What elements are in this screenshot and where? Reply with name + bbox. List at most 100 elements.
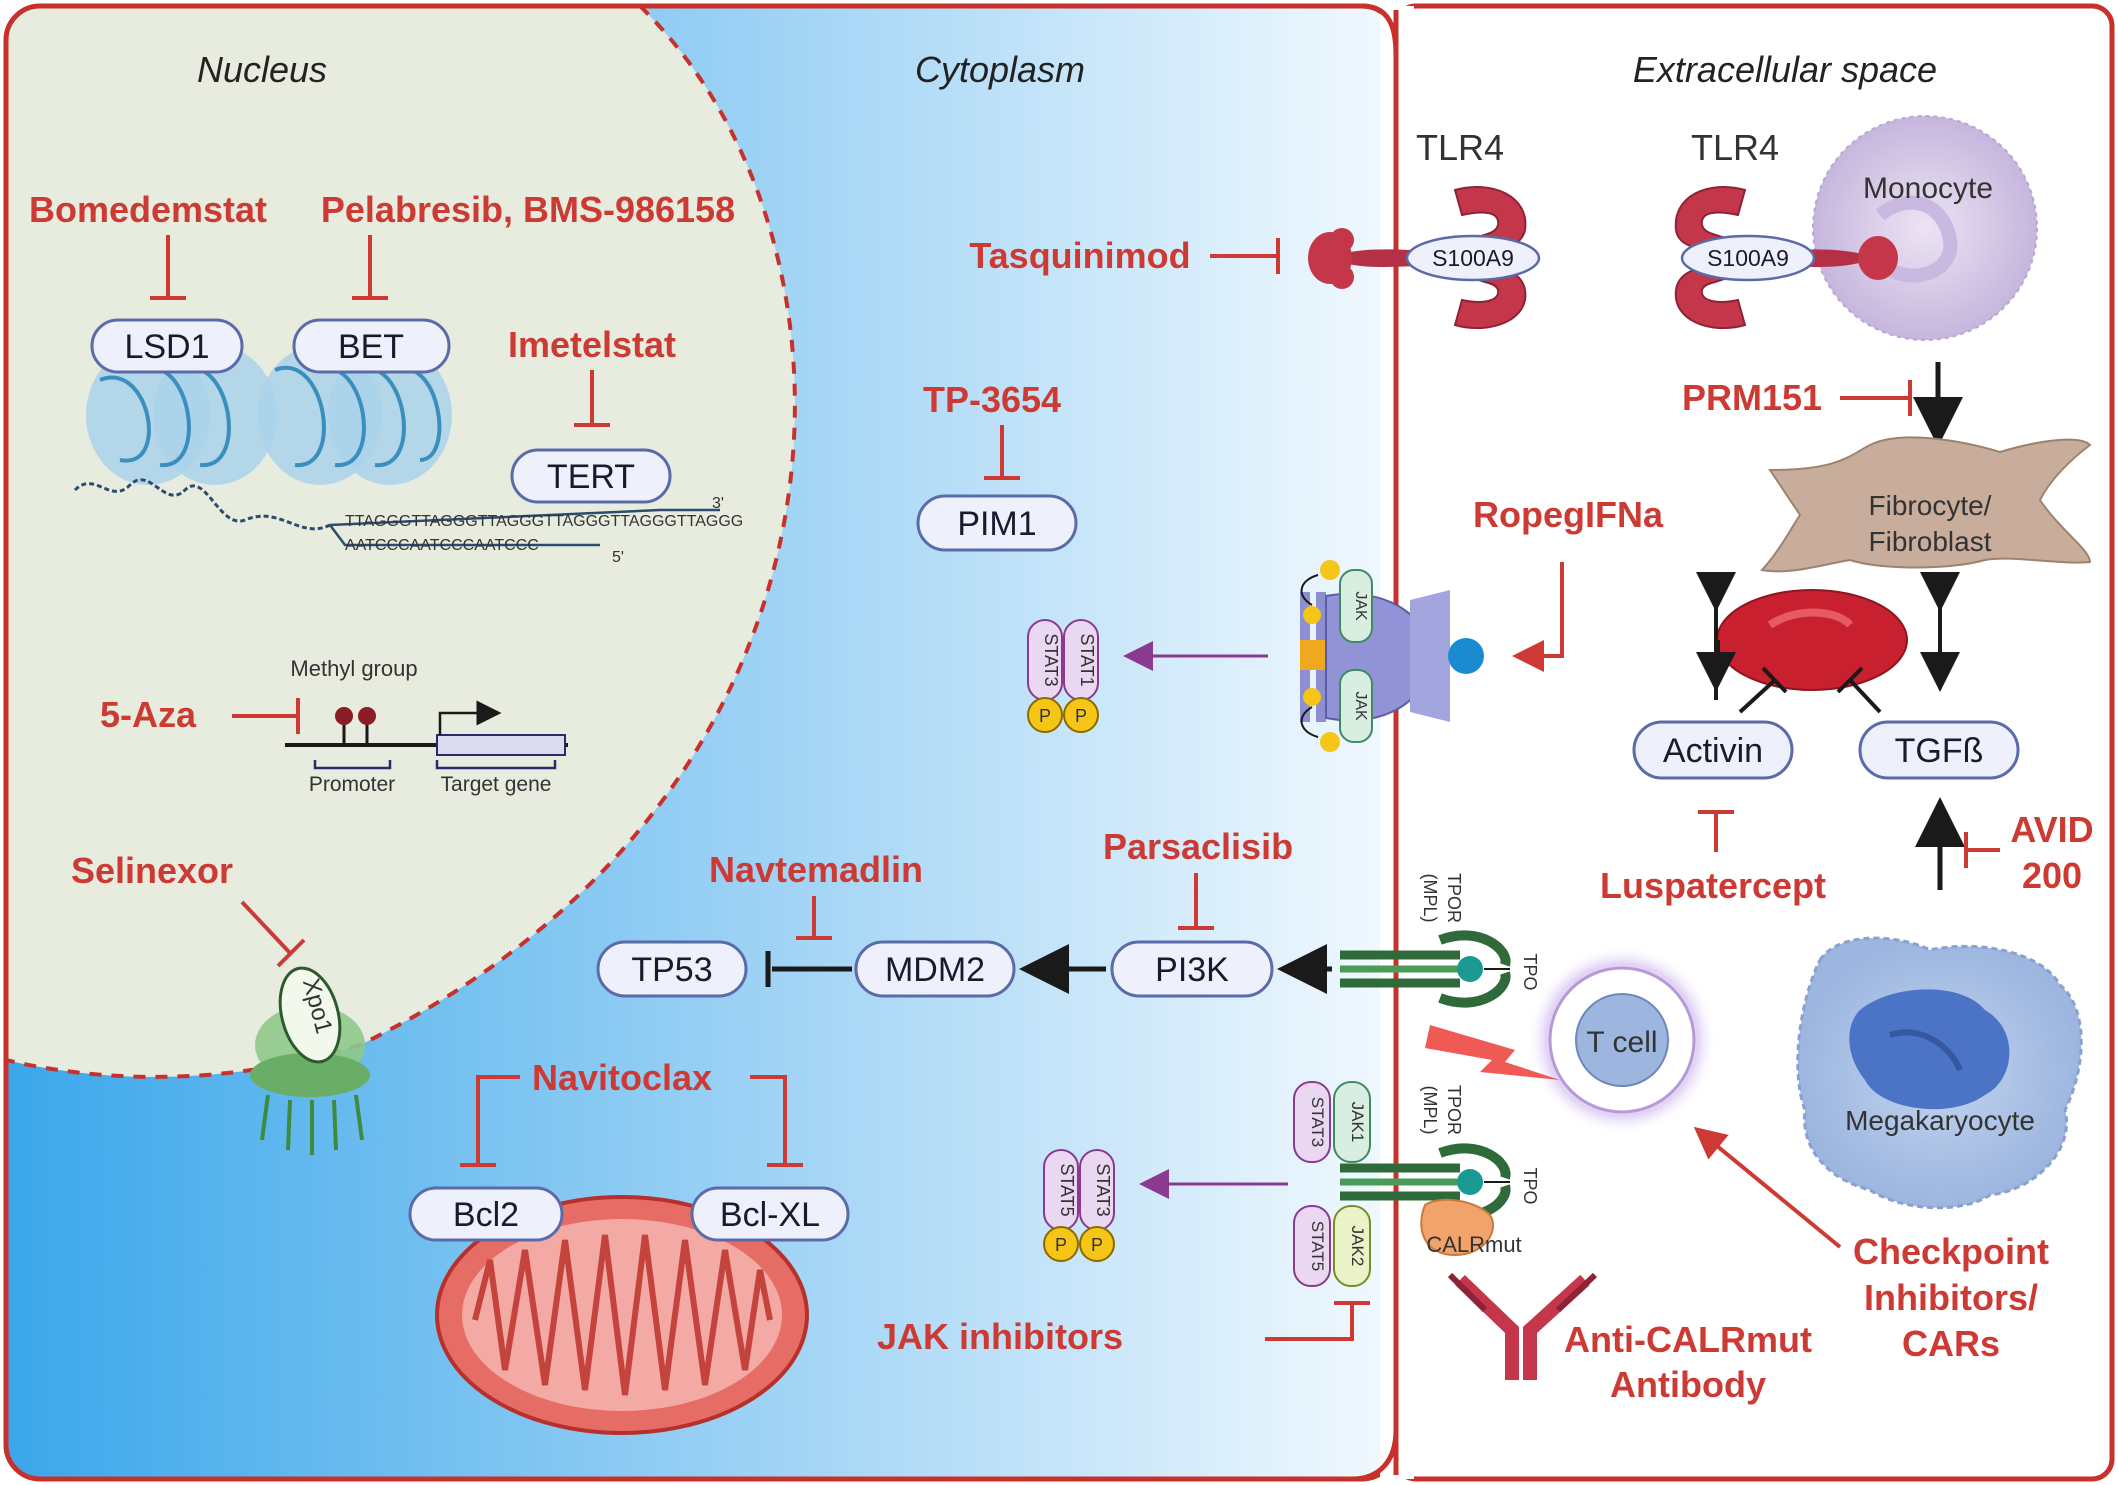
calrmut-label: CALRmut [1426,1232,1521,1257]
p-label-3: P [1055,1235,1067,1255]
fibrocyte-label-1: Fibrocyte/ [1869,490,1992,521]
inhibit-xpo1 [240,900,306,968]
drug-anti-calrmut-1: Anti-CALRmut [1564,1319,1812,1360]
s100a9-label-2: S100A9 [1707,245,1789,271]
p-label-1: P [1039,706,1051,726]
s100a9-pill-2 [1680,234,1816,282]
red-blood-cell-icon [1716,589,1908,691]
mpl-label-2: (MPL) [1420,1086,1440,1135]
mitochondrion-icon [435,1195,809,1435]
jak2-label: JAK2 [1348,1226,1367,1267]
antibody-icon [1447,1272,1598,1380]
megakaryocyte-icon [1796,936,2083,1210]
jak-label-1: JAK [1352,591,1369,621]
inhibit-s100a9 [1210,238,1280,274]
t-cell-icon [1425,945,1717,1135]
bclxl-label: Bcl-XL [720,1196,820,1234]
inhibit-fibrocyte [1840,380,1912,416]
three-prime: 3' [712,495,724,512]
fibrocyte-label-2: Fibroblast [1869,526,1992,557]
inhibit-activin [1698,810,1734,852]
monocyte-icon [1812,115,2038,341]
drug-navtemadlin: Navtemadlin [709,849,923,890]
drug-ropegifna: RopegIFNa [1473,494,1664,535]
mdm2-label: MDM2 [885,951,985,989]
telomere-dna [329,508,720,547]
tp53-label: TP53 [631,951,712,989]
nucleus-label: Nucleus [197,49,327,90]
tpor-label-1: TPOR [1444,873,1464,923]
nucleus-area [6,6,795,1077]
drug-avid-1: AVID [2010,809,2093,850]
target-pi3k [1110,940,1274,998]
tpor-label-2: TPOR [1444,1085,1464,1135]
tpo-label-2: TPO [1520,1167,1540,1204]
target-tp53 [596,940,748,998]
target-activin [1632,720,1794,780]
target-bclxl [690,1186,850,1242]
drug-selinexor: Selinexor [71,850,233,891]
target-tert [510,448,672,504]
tgfb-label: TGFß [1895,732,1984,770]
lsd1-label: LSD1 [124,328,209,366]
monocyte-label: Monocyte [1863,172,1993,205]
dna-seq-top: TTAGGGTTAGGGTTAGGGTTAGGGTTAGGGTTAGGG [345,513,743,530]
mpl-label-1: (MPL) [1420,874,1440,923]
tpor-receptor-1 [1340,930,1511,1008]
activin-inhibits-rbc [1738,666,1788,714]
jak-label-2: JAK [1352,691,1369,721]
drug-tp-3654: TP-3654 [923,379,1061,420]
s100a9-label-1: S100A9 [1432,245,1514,271]
inhibit-bcl2 [460,1075,520,1167]
drug-luspatercept: Luspatercept [1600,865,1826,906]
pim1-label: PIM1 [957,505,1036,543]
tgfb-inhibits-rbc [1836,666,1882,714]
target-mdm2 [854,940,1016,998]
methyl-group-label: Methyl group [290,656,417,681]
target-bet [292,318,451,374]
p-label-2: P [1075,706,1087,726]
stat3-label-2: STAT3 [1093,1163,1113,1216]
pi3k-label: PI3K [1155,951,1229,989]
drug-checkpoint-3: CARs [1902,1323,2000,1364]
inhibit-tgfb [1964,832,2000,868]
stat5-label-1: STAT5 [1057,1163,1077,1216]
target-bcl2 [408,1186,564,1242]
ifn-receptor-icon [1300,560,1484,752]
inhibit-methylation [232,698,300,734]
inhibit-jak [1265,1301,1370,1341]
tpo-label-1: TPO [1520,953,1540,990]
drug-tasquinimod: Tasquinimod [969,235,1190,276]
drug-checkpoint-1: Checkpoint [1853,1231,2049,1272]
stat3-label-1: STAT3 [1041,633,1061,686]
tpor-receptor-2 [1340,1143,1511,1257]
p-label-4: P [1091,1235,1103,1255]
inhibit-mdm2 [796,896,832,940]
ropeg-arrow [1512,562,1564,672]
stat5-label-2: STAT5 [1308,1221,1327,1271]
target-pim1 [916,494,1078,552]
dna-seq-bottom: AATCCCAATCCCAATCCC [345,537,539,554]
nuclear-pore-xpo1-icon [250,966,370,1155]
target-lsd1 [90,318,244,374]
target-gene-label: Target gene [441,773,552,796]
drug-jak-inhibitors: JAK inhibitors [877,1316,1123,1357]
drug-imetelstat: Imetelstat [508,324,676,365]
inhibit-tert [574,370,610,427]
checkpoint-arrow [1693,1126,1842,1249]
drug-5-aza: 5-Aza [100,694,197,735]
mdm2-inhibits-tp53 [765,951,852,987]
drug-pelabresib: Pelabresib, BMS-986158 [321,189,735,230]
inhibit-pim1 [984,425,1020,480]
target-tgfb [1858,720,2020,780]
inhibit-lsd1 [150,235,186,300]
cytoplasm-label: Cytoplasm [915,49,1085,90]
drug-anti-calrmut-2: Antibody [1610,1364,1766,1405]
fibrocyte-icon [1760,436,2092,573]
drug-avid-2: 200 [2022,855,2082,896]
tcell-label: T cell [1586,1026,1657,1059]
extracellular-label: Extracellular space [1633,49,1937,90]
s100a9-pill-1 [1405,234,1541,282]
tlr4-receptor-1 [1308,185,1527,330]
